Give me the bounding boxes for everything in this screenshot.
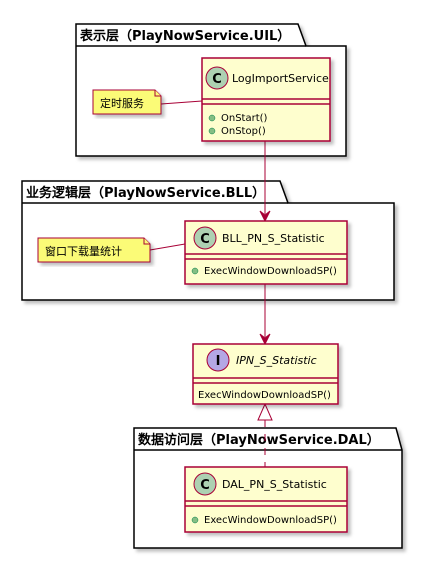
class-name: LogImportService xyxy=(232,72,329,85)
class-name: DAL_PN_S_Statistic xyxy=(222,478,327,491)
class-name: BLL_PN_S_Statistic xyxy=(222,232,325,245)
arrow-head-icon xyxy=(259,210,271,223)
public-method-icon xyxy=(191,267,199,275)
interface-letter: I xyxy=(216,354,221,369)
method: ExecWindowDownloadSP() xyxy=(198,390,331,401)
method: OnStart() xyxy=(221,113,268,124)
method: ExecWindowDownloadSP() xyxy=(204,515,337,526)
class-log-import-service[interactable]: C LogImportService OnStart() OnStop() xyxy=(201,57,331,142)
triangle-arrow-icon xyxy=(257,402,273,421)
class-c-icon xyxy=(193,472,217,496)
note-window-download: 窗口下载量统计 xyxy=(37,237,151,263)
realization-dal-to-interface xyxy=(257,402,273,467)
note-window-link xyxy=(149,243,186,251)
class-c-icon xyxy=(193,226,217,250)
class-dal-pn-s-statistic[interactable]: C DAL_PN_S_Statistic ExecWindowDownloadS… xyxy=(184,466,348,533)
dependency-uil-to-bll xyxy=(259,141,271,223)
note-text: 定时服务 xyxy=(100,96,144,110)
class-letter: C xyxy=(200,232,210,247)
method: ExecWindowDownloadSP() xyxy=(204,266,337,277)
interface-name: IPN_S_Statistic xyxy=(236,354,317,367)
class-letter: C xyxy=(212,72,222,87)
method: OnStop() xyxy=(221,126,266,137)
dependency-bll-to-interface xyxy=(259,284,271,346)
interface-i-icon xyxy=(206,348,230,372)
package-dal-title: 数据访问层（PlayNowService.DAL） xyxy=(138,432,380,448)
class-letter: C xyxy=(200,478,210,493)
class-c-icon xyxy=(205,66,229,90)
public-method-icon xyxy=(191,516,199,524)
arrow-head-icon xyxy=(259,333,271,346)
package-uil-title: 表示层（PlayNowService.UIL） xyxy=(79,28,290,44)
package-bll-title: 业务逻辑层（PlayNowService.BLL） xyxy=(26,185,265,201)
note-timer-link xyxy=(160,100,203,105)
note-text: 窗口下载量统计 xyxy=(45,244,122,258)
note-timer-service: 定时服务 xyxy=(92,89,162,115)
interface-ipn-s-statistic[interactable]: I IPN_S_Statistic ExecWindowDownloadSP() xyxy=(192,343,339,405)
public-method-icon xyxy=(208,127,216,135)
public-method-icon xyxy=(208,114,216,122)
class-bll-pn-s-statistic[interactable]: C BLL_PN_S_Statistic ExecWindowDownloadS… xyxy=(184,220,348,285)
